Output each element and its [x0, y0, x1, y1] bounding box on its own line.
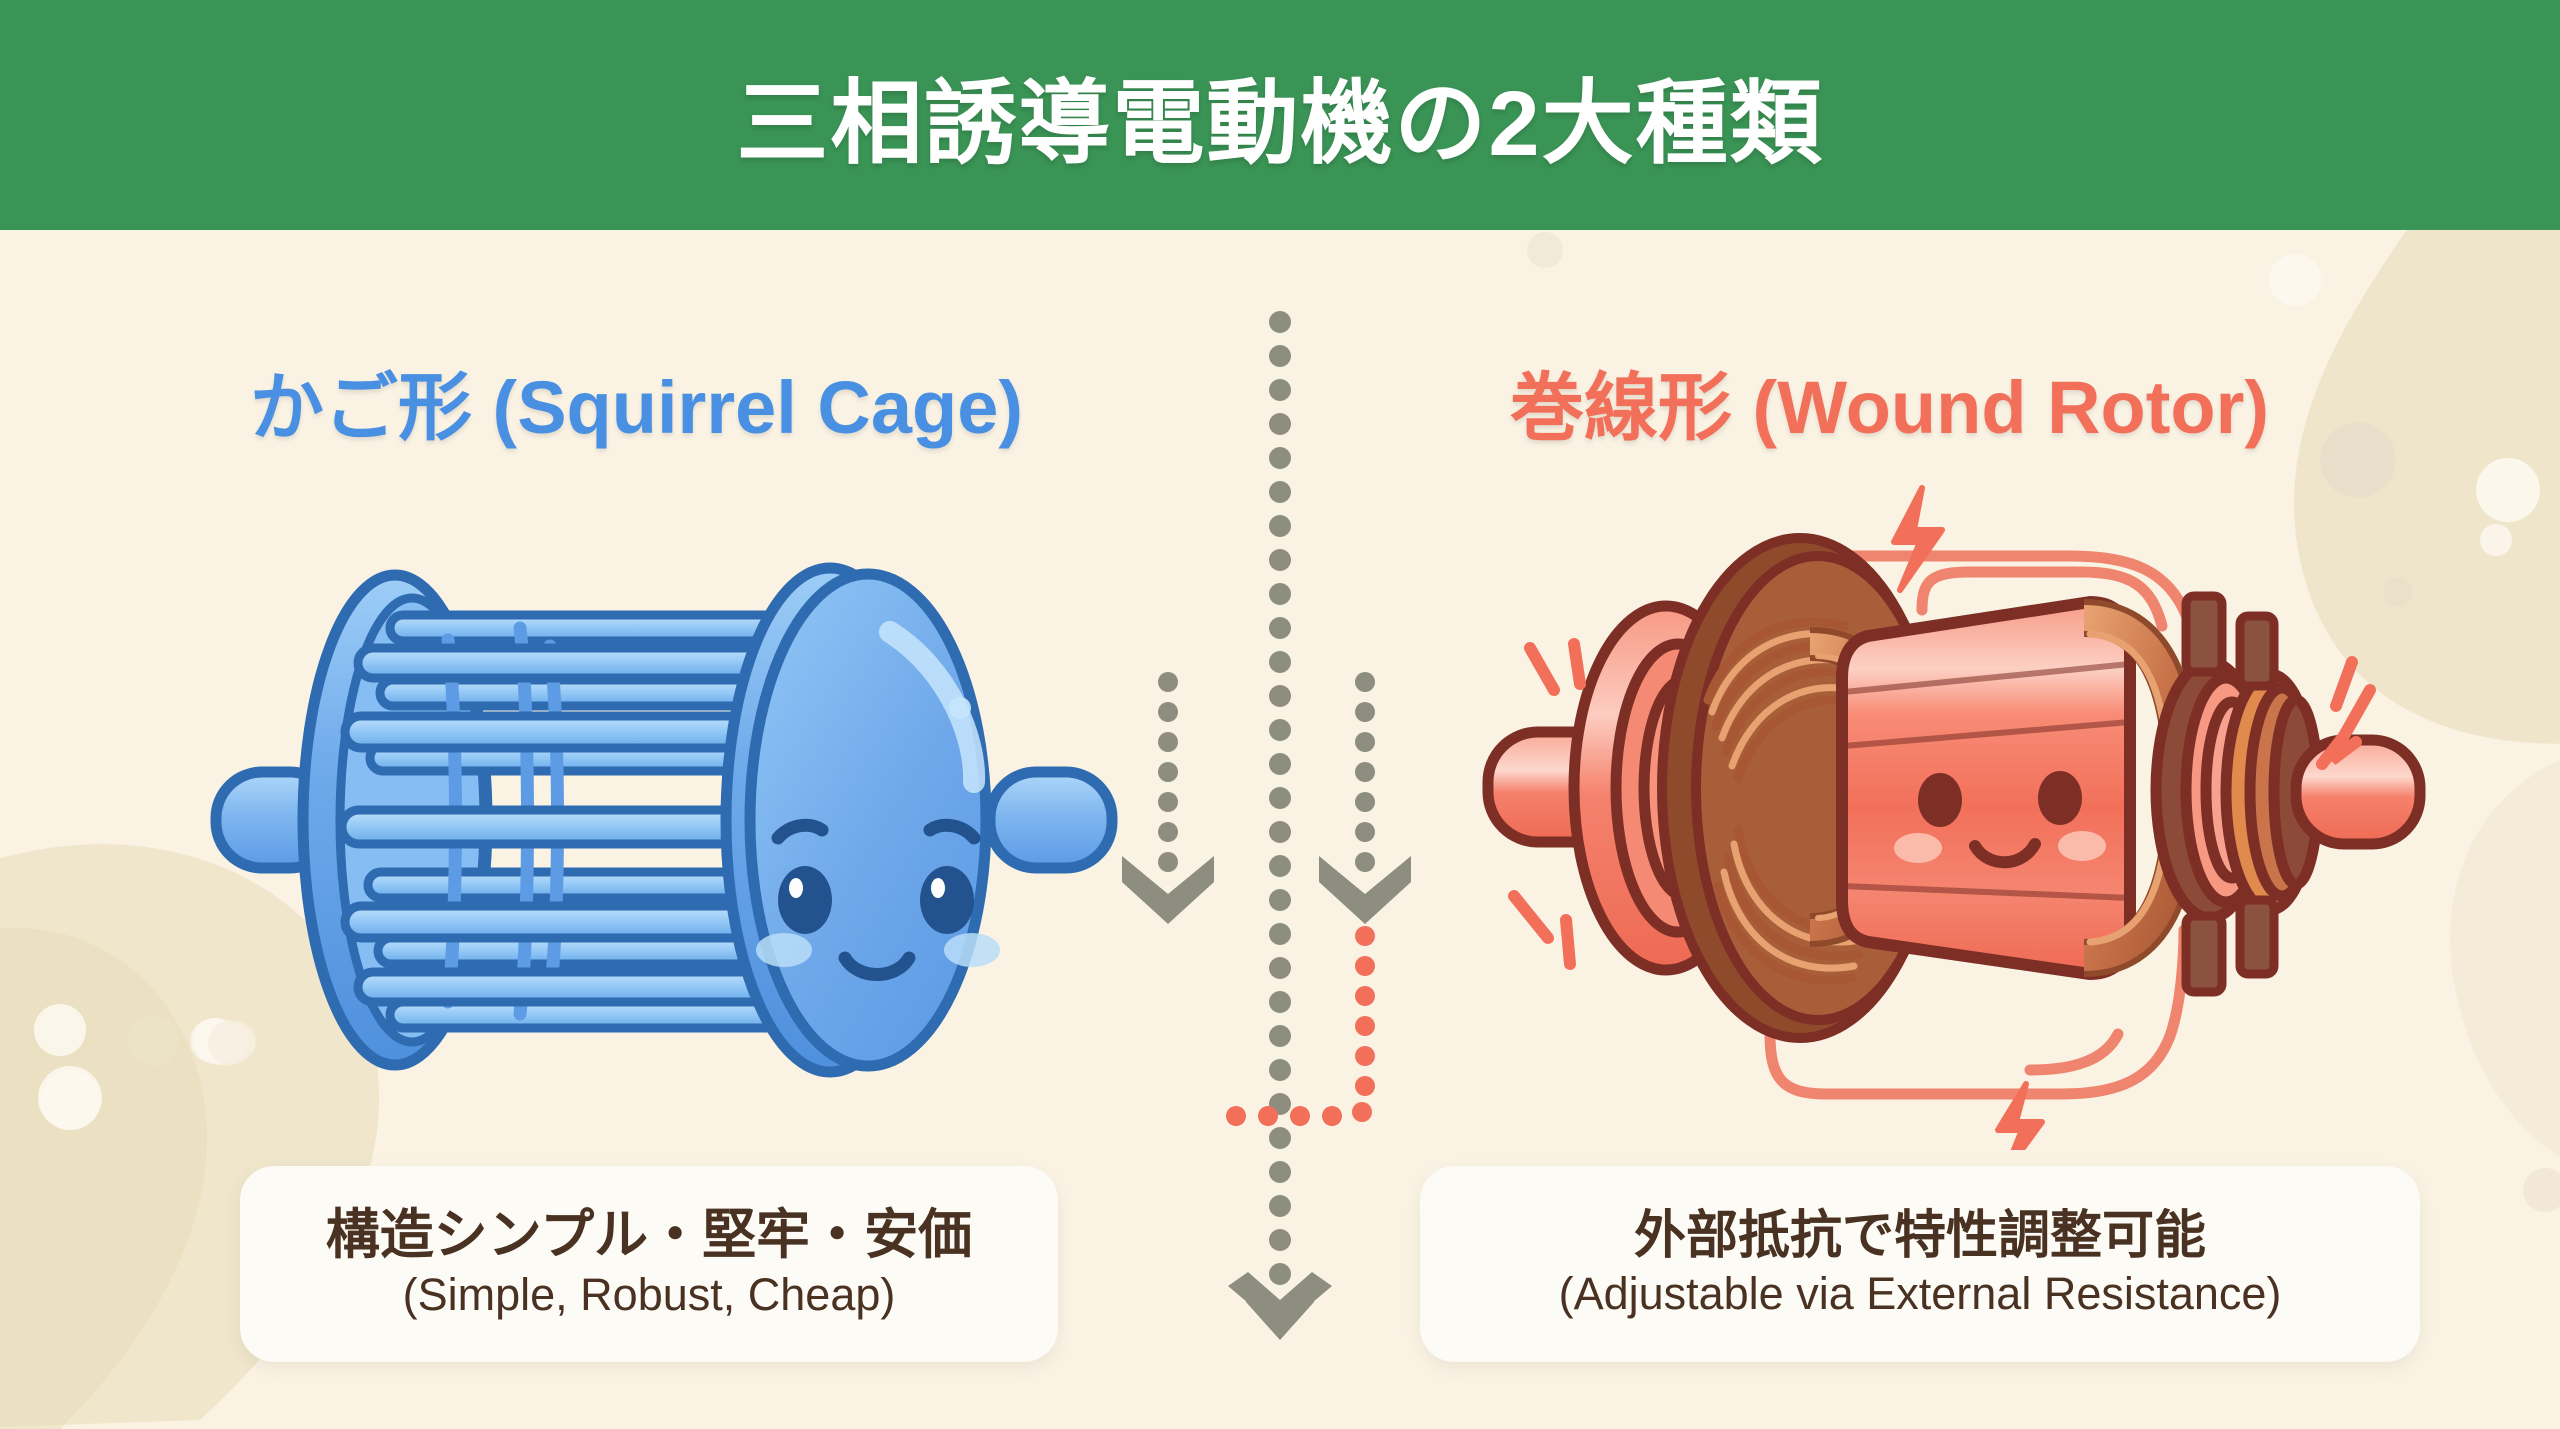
center-flow-divider [1122, 311, 1411, 1340]
caption-jp-wound-rotor: 外部抵抗で特性調整可能 [1633, 1206, 2206, 1265]
panel-heading-wound-rotor: 巻線形 (Wound Rotor) [1510, 366, 2270, 449]
caption-en-wound-rotor: (Adjustable via External Resistance) [1558, 1268, 2282, 1320]
rotor-face [1894, 771, 2106, 869]
squirrel-cage-rotor-illustration [210, 562, 1118, 1078]
caption-jp-squirrel-cage: 構造シンプル・堅牢・安価 [325, 1205, 973, 1266]
flow-arrow-right [1319, 856, 1411, 924]
caption-card-squirrel-cage: 構造シンプル・堅牢・安価 (Simple, Robust, Cheap) [240, 1166, 1058, 1362]
page-title: 三相誘導電動機の2大種類 [736, 72, 1824, 175]
accent-elbow-dots [1226, 926, 1375, 1126]
header-bar: 三相誘導電動機の2大種類 [0, 0, 2560, 230]
caption-card-wound-rotor: 外部抵抗で特性調整可能 (Adjustable via External Res… [1420, 1166, 2420, 1362]
cage-face [756, 818, 1000, 981]
wound-rotor-illustration [1482, 485, 2426, 1150]
panel-heading-squirrel-cage: かご形 (Squirrel Cage) [250, 366, 1023, 449]
flow-arrow-left [1122, 856, 1214, 924]
caption-en-squirrel-cage: (Simple, Robust, Cheap) [402, 1269, 896, 1321]
